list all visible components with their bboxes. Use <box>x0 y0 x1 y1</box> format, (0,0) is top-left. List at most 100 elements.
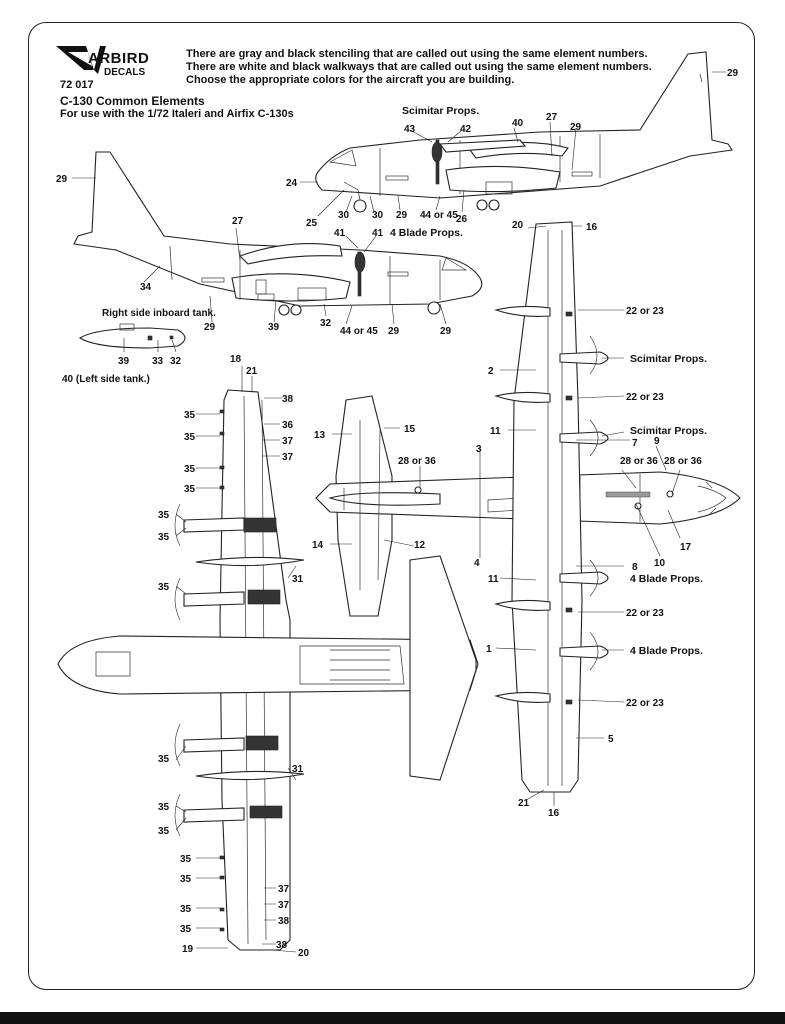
label-29: 29 <box>56 174 68 185</box>
label-38: 38 <box>278 916 290 927</box>
label-35: 35 <box>158 802 170 813</box>
label-8: 8 <box>632 562 638 573</box>
label-33: 33 <box>152 356 164 367</box>
label-35: 35 <box>180 904 192 915</box>
label-44-or-45: 44 or 45 <box>340 326 378 337</box>
label-37: 37 <box>282 436 294 447</box>
label-21: 21 <box>518 798 530 809</box>
label-38: 38 <box>276 940 288 951</box>
label-35: 35 <box>184 432 196 443</box>
label-26: 26 <box>456 214 468 225</box>
label-10: 10 <box>654 558 666 569</box>
label-18: 18 <box>230 354 242 365</box>
label-29: 29 <box>388 326 400 337</box>
label-22-or-23: 22 or 23 <box>626 698 664 709</box>
label-29: 29 <box>396 210 408 221</box>
label-29: 29 <box>727 68 739 79</box>
label-34: 34 <box>140 282 152 293</box>
label-35: 35 <box>180 924 192 935</box>
label-25: 25 <box>306 218 318 229</box>
label-44-or-45: 44 or 45 <box>420 210 458 221</box>
sheet-title: C-130 Common Elements <box>60 94 205 108</box>
label-28-or-36: 28 or 36 <box>620 456 658 467</box>
label-27: 27 <box>232 216 244 227</box>
label-15: 15 <box>404 424 416 435</box>
label-17: 17 <box>680 542 692 553</box>
label-3: 3 <box>476 444 482 455</box>
label-37: 37 <box>282 452 294 463</box>
logo-word-sub: DECALS <box>104 67 146 78</box>
label-35: 35 <box>180 874 192 885</box>
label-28-or-36: 28 or 36 <box>398 456 436 467</box>
label-21: 21 <box>246 366 258 377</box>
label-24: 24 <box>286 178 298 189</box>
label-37: 37 <box>278 884 290 895</box>
label-28-or-36: 28 or 36 <box>664 456 702 467</box>
label-27: 27 <box>546 112 558 123</box>
label-35: 35 <box>158 582 170 593</box>
label-41: 41 <box>334 228 346 239</box>
label-32: 32 <box>170 356 182 367</box>
label-35: 35 <box>184 484 196 495</box>
label-12: 12 <box>414 540 426 551</box>
label-37: 37 <box>278 900 290 911</box>
note-line: There are gray and black stenciling that… <box>186 48 648 60</box>
leader-lines <box>72 71 726 953</box>
instruction-notes: There are gray and black stenciling that… <box>186 48 652 87</box>
label-4-blade-props-2: 4 Blade Props. <box>630 645 703 657</box>
label-35: 35 <box>158 826 170 837</box>
label-7: 7 <box>632 438 638 449</box>
label-43: 43 <box>404 124 416 135</box>
label-5: 5 <box>608 734 614 745</box>
label-20: 20 <box>512 220 524 231</box>
label-scimitar-props-top: Scimitar Props. <box>402 105 479 117</box>
bottom-view-aircraft <box>57 389 479 951</box>
label-scimitar-props-2: Scimitar Props. <box>630 425 707 437</box>
label-35: 35 <box>158 532 170 543</box>
label-29: 29 <box>204 322 216 333</box>
label-35: 35 <box>180 854 192 865</box>
label-22-or-23: 22 or 23 <box>626 392 664 403</box>
label-42: 42 <box>460 124 472 135</box>
label-39: 39 <box>268 322 280 333</box>
label-2: 2 <box>488 366 494 377</box>
label-22-or-23: 22 or 23 <box>626 608 664 619</box>
label-scimitar-props-1: Scimitar Props. <box>630 353 707 365</box>
label-20: 20 <box>298 948 310 959</box>
label-29: 29 <box>570 122 582 133</box>
warbird-logo: ARBIRD DECALS <box>54 40 164 88</box>
label-16: 16 <box>586 222 598 233</box>
label-31: 31 <box>292 764 304 775</box>
label-16: 16 <box>548 808 560 819</box>
callout-labels: Scimitar Props. 43 42 40 27 29 29 29 2 4 … <box>56 68 739 959</box>
sheet-subtitle: For use with the 1/72 Italeri and Airfix… <box>60 108 294 120</box>
logo-wings-icon <box>56 46 106 74</box>
label-14: 14 <box>312 540 324 551</box>
label-29: 29 <box>440 326 452 337</box>
label-left-side-tank: 40 (Left side tank.) <box>62 374 150 385</box>
label-36: 36 <box>282 420 294 431</box>
label-35: 35 <box>158 754 170 765</box>
note-line: There are white and black walkways that … <box>186 61 652 73</box>
label-11: 11 <box>490 426 501 437</box>
label-41: 41 <box>372 228 384 239</box>
label-19: 19 <box>182 944 194 955</box>
label-31: 31 <box>292 574 304 585</box>
label-32: 32 <box>320 318 332 329</box>
label-4-blade-props-top: 4 Blade Props. <box>390 227 463 239</box>
label-22-or-23: 22 or 23 <box>626 306 664 317</box>
product-code: 72 017 <box>60 79 94 91</box>
side-profile-left <box>73 151 483 316</box>
logo-word-main: ARBIRD <box>88 50 150 67</box>
label-1: 1 <box>486 644 492 655</box>
inboard-tank <box>78 323 186 349</box>
label-9: 9 <box>654 436 660 447</box>
label-40: 40 <box>512 118 524 129</box>
label-30: 30 <box>372 210 384 221</box>
label-38: 38 <box>282 394 294 405</box>
label-39: 39 <box>118 356 130 367</box>
label-35: 35 <box>158 510 170 521</box>
label-13: 13 <box>314 430 326 441</box>
label-11: 11 <box>488 574 499 585</box>
